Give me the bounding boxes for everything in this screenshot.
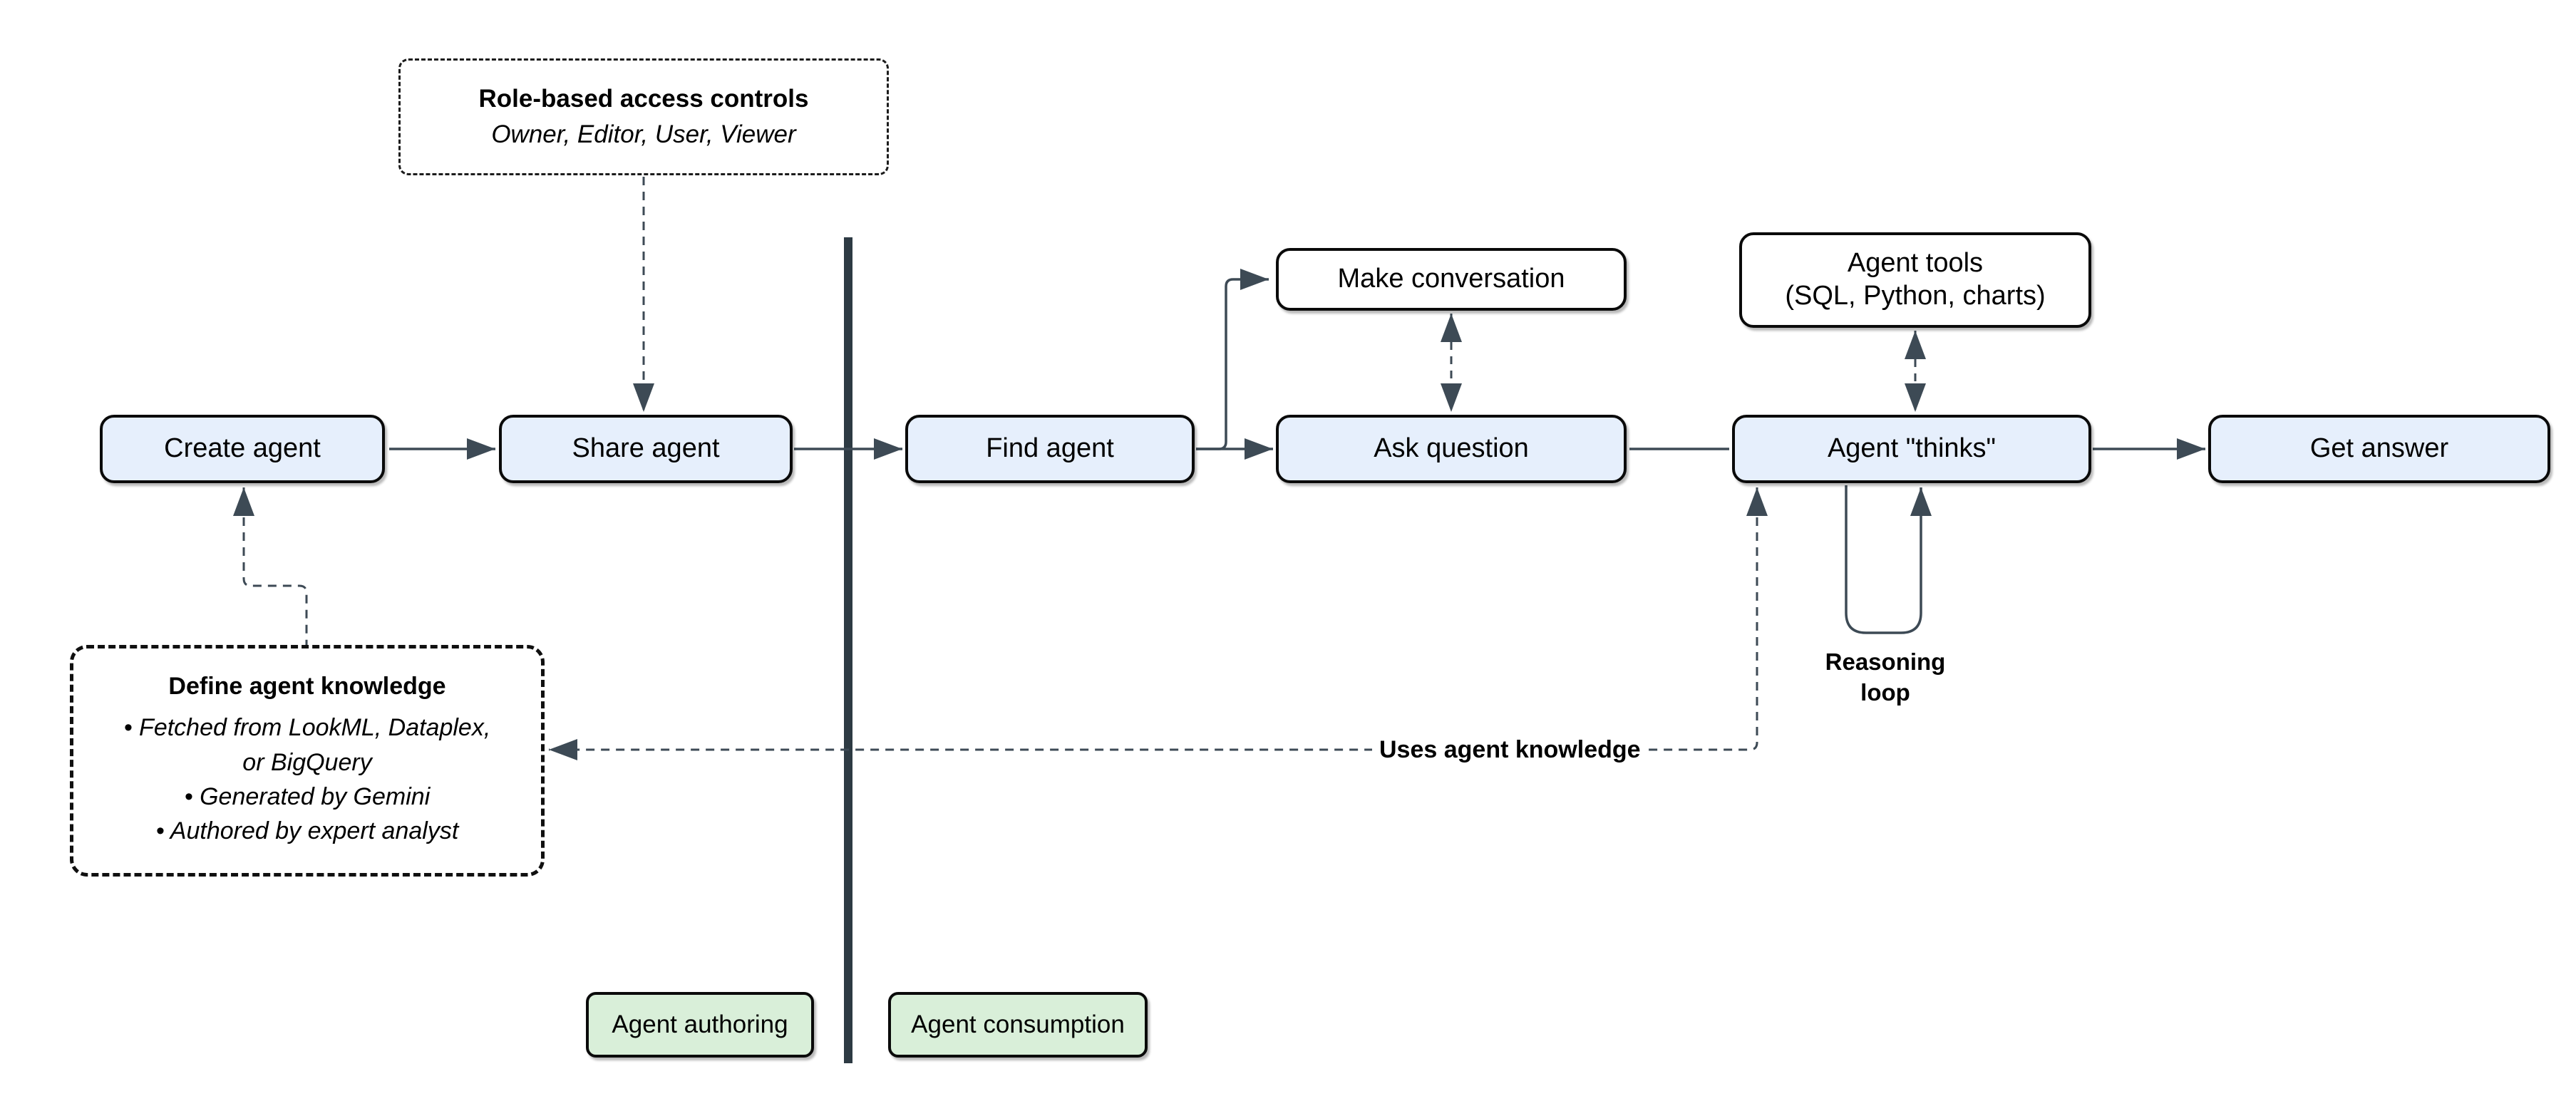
node-find-agent: Find agent <box>905 415 1195 483</box>
note-role-based-access: Role-based access controls Owner, Editor… <box>398 58 889 175</box>
reasoning-loop-label: Reasoning loop <box>1825 648 1946 706</box>
dashed-arrow-knowledge-to-create <box>233 487 308 645</box>
rbac-title: Role-based access controls <box>478 85 809 113</box>
knowledge-bullet: • Authored by expert analyst <box>155 817 459 845</box>
reasoning-loop-arrow <box>1845 485 1932 634</box>
node-label: Create agent <box>164 433 321 464</box>
knowledge-bullet: • Fetched from LookML, Dataplex, or BigQ… <box>123 714 491 776</box>
node-label: Share agent <box>572 433 720 464</box>
node-label: Get answer <box>2309 433 2449 464</box>
rbac-roles: Owner, Editor, User, Viewer <box>491 120 796 148</box>
node-label: Agent "thinks" <box>1827 433 1997 464</box>
dashed-arrow-uses-agent-knowledge <box>549 487 1768 760</box>
node-agent-tools: Agent tools (SQL, Python, charts) <box>1739 232 2091 328</box>
note-define-agent-knowledge: Define agent knowledge • Fetched from Lo… <box>70 645 545 877</box>
knowledge-bullet: • Generated by Gemini <box>184 783 431 810</box>
badge-label: Agent consumption <box>911 1011 1125 1038</box>
node-ask-question: Ask question <box>1276 415 1627 483</box>
badge-agent-consumption: Agent consumption <box>888 992 1148 1058</box>
node-create-agent: Create agent <box>100 415 385 483</box>
node-label: Make conversation <box>1337 264 1565 294</box>
node-label: Ask question <box>1374 433 1529 464</box>
node-label: Find agent <box>986 433 1114 464</box>
node-label: (SQL, Python, charts) <box>1785 281 2046 311</box>
node-get-answer: Get answer <box>2208 415 2550 483</box>
arrow-find-to-make-conversation <box>1196 269 1269 450</box>
badge-agent-authoring: Agent authoring <box>586 992 814 1058</box>
node-agent-thinks: Agent "thinks" <box>1732 415 2091 483</box>
uses-agent-knowledge-label: Uses agent knowledge <box>1372 733 1648 766</box>
node-make-conversation: Make conversation <box>1276 248 1627 311</box>
badge-label: Agent authoring <box>612 1011 788 1038</box>
knowledge-title: Define agent knowledge <box>168 673 446 701</box>
node-share-agent: Share agent <box>499 415 793 483</box>
node-label: Agent tools <box>1847 248 1984 279</box>
